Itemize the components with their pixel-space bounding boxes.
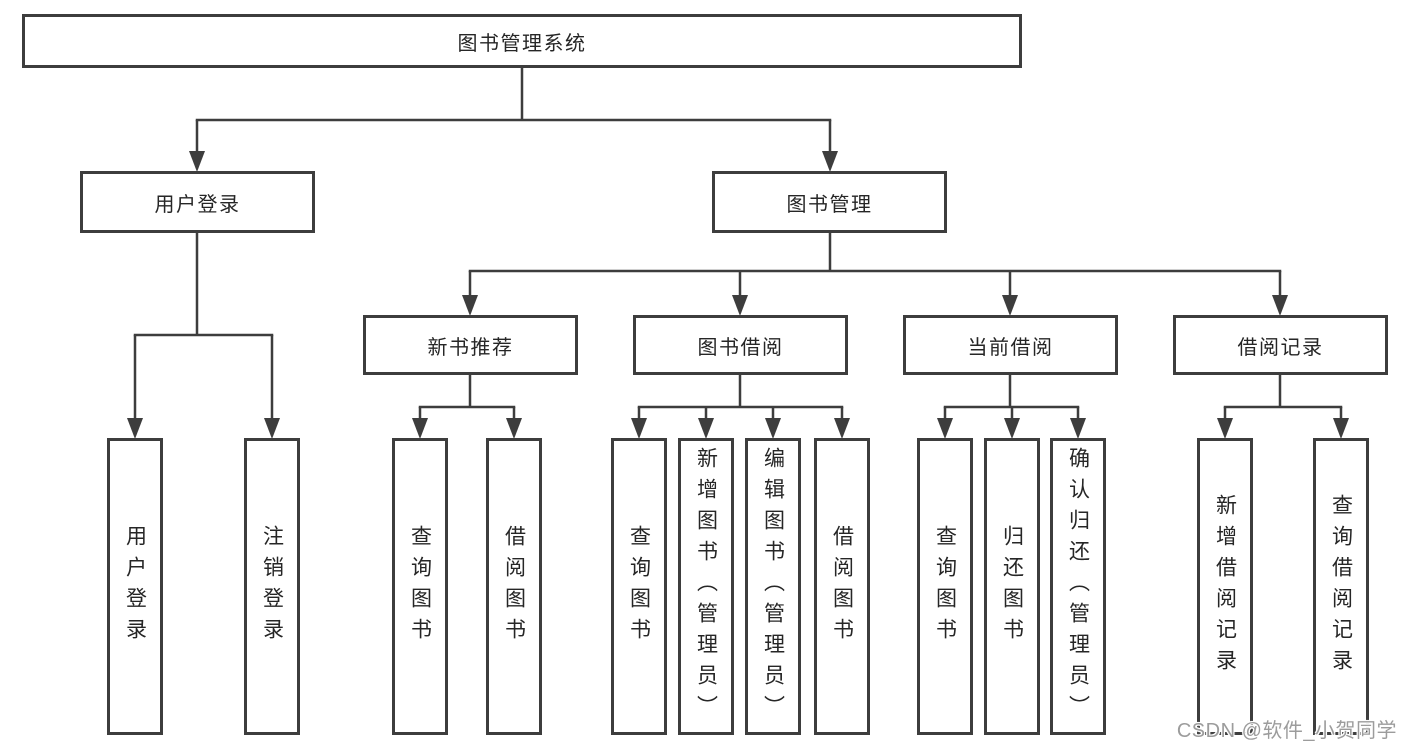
leaf-return-book: 归还图书 xyxy=(984,438,1040,735)
leaf-logout-label: 注销登录 xyxy=(260,524,284,649)
node-book-borrowing-label: 图书借阅 xyxy=(697,336,784,359)
node-system-root: 图书管理系统 xyxy=(22,14,1022,68)
node-new-book-recommendation: 新书推荐 xyxy=(363,315,578,375)
leaf-query-books-borrowing: 查询图书 xyxy=(611,438,667,735)
node-book-management-label: 图书管理 xyxy=(786,193,873,216)
leaf-borrow-books-borrowing: 借阅图书 xyxy=(814,438,870,735)
csdn-watermark: CSDN @软件_小贺同学 xyxy=(1176,720,1397,742)
node-user-login-label: 用户登录 xyxy=(154,193,241,216)
leaf-user-login-label: 用户登录 xyxy=(123,524,147,649)
node-system-root-label: 图书管理系统 xyxy=(457,32,587,55)
leaf-query-books-current-label: 查询图书 xyxy=(933,524,957,649)
leaf-borrow-books-recommend-label: 借阅图书 xyxy=(502,524,526,649)
leaf-query-books-current: 查询图书 xyxy=(917,438,973,735)
leaf-query-books-borrowing-label: 查询图书 xyxy=(627,524,651,649)
leaf-add-book-admin-label: 新增图书（管理员） xyxy=(694,447,718,726)
node-borrowing-records-label: 借阅记录 xyxy=(1237,336,1324,359)
arrowheads xyxy=(127,151,1349,439)
leaf-edit-book-admin-label: 编辑图书（管理员） xyxy=(761,447,785,726)
leaf-logout: 注销登录 xyxy=(244,438,300,735)
node-current-borrowing: 当前借阅 xyxy=(903,315,1118,375)
node-book-borrowing: 图书借阅 xyxy=(633,315,848,375)
leaf-confirm-return-admin: 确认归还（管理员） xyxy=(1050,438,1106,735)
leaf-edit-book-admin: 编辑图书（管理员） xyxy=(745,438,801,735)
leaf-add-borrow-record-label: 新增借阅记录 xyxy=(1213,493,1237,680)
node-book-management: 图书管理 xyxy=(712,171,947,233)
node-current-borrowing-label: 当前借阅 xyxy=(967,336,1054,359)
leaf-query-borrow-record-label: 查询借阅记录 xyxy=(1329,493,1353,680)
node-new-book-recommendation-label: 新书推荐 xyxy=(427,336,514,359)
leaf-user-login: 用户登录 xyxy=(107,438,163,735)
leaf-borrow-books-borrowing-label: 借阅图书 xyxy=(830,524,854,649)
leaf-add-book-admin: 新增图书（管理员） xyxy=(678,438,734,735)
leaf-borrow-books-recommend: 借阅图书 xyxy=(486,438,542,735)
node-borrowing-records: 借阅记录 xyxy=(1173,315,1388,375)
leaf-query-books-recommend: 查询图书 xyxy=(392,438,448,735)
leaf-return-book-label: 归还图书 xyxy=(1000,524,1024,649)
leaf-confirm-return-admin-label: 确认归还（管理员） xyxy=(1066,447,1090,726)
leaf-add-borrow-record: 新增借阅记录 xyxy=(1197,438,1253,735)
leaf-query-books-recommend-label: 查询图书 xyxy=(408,524,432,649)
node-user-login: 用户登录 xyxy=(80,171,315,233)
leaf-query-borrow-record: 查询借阅记录 xyxy=(1313,438,1369,735)
